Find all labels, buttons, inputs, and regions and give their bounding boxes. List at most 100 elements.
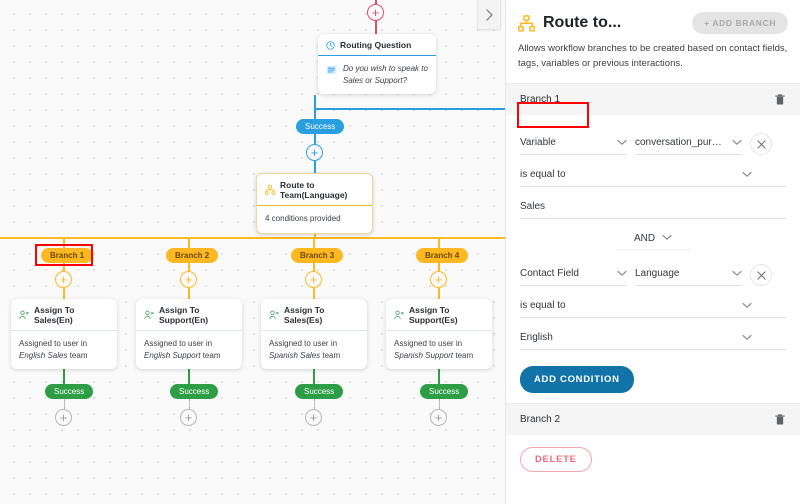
- condition-2-value-row: English: [520, 332, 786, 351]
- node-body-text: 4 conditions provided: [265, 214, 341, 223]
- node-assign-2[interactable]: Assign To Support(En) Assigned to user i…: [136, 299, 242, 370]
- connector-branch-2-c: [188, 288, 190, 299]
- node-body-text: Do you wish to speak to Sales or Support…: [343, 64, 428, 85]
- remove-condition-1-button[interactable]: [750, 133, 772, 156]
- condition-2-source-row: Contact Field Language: [520, 264, 786, 287]
- condition-2-operator-row: is equal to: [520, 300, 786, 319]
- connector-branch-4-b: [438, 263, 440, 272]
- connector-dash-4: [439, 399, 440, 409]
- connector-dash-3: [314, 399, 315, 409]
- node-assign-3[interactable]: Assign To Sales(Es) Assigned to user in …: [261, 299, 367, 370]
- close-icon: [756, 140, 766, 149]
- pill-success-2[interactable]: Success: [170, 384, 219, 399]
- node-assign-1[interactable]: Assign To Sales(En) Assigned to user in …: [11, 299, 117, 370]
- pill-success-4[interactable]: Success: [420, 384, 469, 399]
- condition-joiner-select[interactable]: AND: [616, 233, 690, 251]
- add-branch-button[interactable]: + ADD BRANCH: [692, 12, 788, 34]
- node-header: Routing Question: [318, 34, 436, 56]
- condition-1-source-value-select[interactable]: conversation_pur…: [635, 137, 742, 156]
- connector-branch-3-c: [313, 288, 315, 299]
- branch-1-header[interactable]: Branch 1: [506, 84, 800, 116]
- pill-success-3[interactable]: Success: [295, 384, 344, 399]
- connector-branch-1-a: [63, 237, 65, 248]
- connector-green-3: [313, 361, 315, 385]
- condition-1-source-type-select[interactable]: Variable: [520, 137, 627, 156]
- assign-user-icon: [19, 310, 29, 320]
- add-step-plus-blue[interactable]: +: [306, 144, 323, 161]
- pill-branch-2[interactable]: Branch 2: [166, 248, 219, 263]
- condition-1-source-row: Variable conversation_pur…: [520, 133, 786, 156]
- chevron-down-icon: [662, 233, 672, 244]
- connector-branch-1-b: [63, 263, 65, 272]
- add-step-plus-end-1[interactable]: +: [55, 409, 72, 426]
- add-condition-button[interactable]: ADD CONDITION: [520, 366, 634, 394]
- chevron-down-icon: [617, 270, 627, 277]
- add-step-plus-top[interactable]: +: [367, 4, 384, 21]
- chevron-down-icon: [742, 302, 752, 309]
- delete-button[interactable]: DELETE: [520, 447, 592, 473]
- node-title: Assign To Sales(Es): [284, 305, 325, 325]
- assign-user-icon: [394, 310, 404, 320]
- workflow-canvas[interactable]: + Routing Question: [0, 0, 505, 504]
- chevron-down-icon: [742, 334, 752, 341]
- node-route-to-team[interactable]: Route to Team(Language) 4 conditions pro…: [256, 173, 373, 234]
- clock-icon: [326, 40, 335, 50]
- pill-success-1[interactable]: Success: [45, 384, 94, 399]
- node-body: Assigned to user in Spanish Sales team: [261, 331, 367, 369]
- pill-branch-3[interactable]: Branch 3: [291, 248, 344, 263]
- node-header: Assign To Sales(Es): [261, 299, 367, 331]
- collapse-panel-button[interactable]: [477, 0, 501, 30]
- node-body-text: Assigned to user in English Support team: [144, 339, 221, 360]
- trash-icon[interactable]: [774, 93, 786, 106]
- condition-joiner-row: AND: [520, 233, 786, 251]
- divider: [506, 403, 800, 405]
- pill-success-top[interactable]: Success: [296, 119, 345, 134]
- node-body: 4 conditions provided: [257, 206, 372, 233]
- node-body-text: Assigned to user in English Sales team: [19, 339, 88, 360]
- add-step-plus-branch-3[interactable]: +: [305, 271, 322, 288]
- assign-user-icon: [269, 310, 279, 320]
- add-step-plus-end-3[interactable]: +: [305, 409, 322, 426]
- chevron-down-icon: [732, 270, 742, 277]
- chevron-right-icon: [485, 8, 493, 21]
- connector-branch-1-c: [63, 288, 65, 299]
- connector-dash-2: [189, 399, 190, 409]
- branch-1-name: Branch 1: [520, 94, 561, 106]
- pill-branch-1[interactable]: Branch 1: [41, 248, 94, 263]
- condition-2-value-select[interactable]: English: [520, 332, 786, 351]
- condition-2-source-value-select[interactable]: Language: [635, 268, 742, 287]
- chevron-down-icon: [617, 139, 627, 146]
- condition-1-operator-select[interactable]: is equal to: [520, 169, 786, 188]
- node-body-text: Assigned to user in Spanish Support team: [394, 339, 474, 360]
- connector-green-2: [188, 361, 190, 385]
- add-step-plus-branch-1[interactable]: +: [55, 271, 72, 288]
- node-title: Assign To Sales(En): [34, 305, 75, 325]
- trash-icon[interactable]: [774, 413, 786, 426]
- connector-blue-down: [314, 108, 316, 120]
- message-lines-icon: [326, 63, 337, 86]
- connector-branch-3-b: [313, 263, 315, 272]
- condition-2-operator-select[interactable]: is equal to: [520, 300, 786, 319]
- connector-top-pink-2: [375, 21, 377, 34]
- node-header: Assign To Sales(En): [11, 299, 117, 331]
- close-icon: [756, 271, 766, 280]
- branch-2-header[interactable]: Branch 2: [506, 404, 800, 436]
- connector-blue-stem: [314, 95, 316, 109]
- condition-1-value-input[interactable]: Sales: [520, 201, 786, 220]
- add-step-plus-branch-4[interactable]: +: [430, 271, 447, 288]
- node-body: Assigned to user in English Sales team: [11, 331, 117, 369]
- condition-2-source-type-select[interactable]: Contact Field: [520, 268, 627, 287]
- node-routing-question[interactable]: Routing Question Do you wish to speak to…: [318, 34, 436, 95]
- add-step-plus-branch-2[interactable]: +: [180, 271, 197, 288]
- node-assign-4[interactable]: Assign To Support(Es) Assigned to user i…: [386, 299, 492, 370]
- connector-green-1: [63, 361, 65, 385]
- remove-condition-2-button[interactable]: [750, 264, 772, 287]
- add-step-plus-end-2[interactable]: +: [180, 409, 197, 426]
- connector-branch-2-a: [188, 237, 190, 248]
- condition-1-operator-row: is equal to: [520, 169, 786, 188]
- route-to-properties-panel: Route to... + ADD BRANCH Allows workflow…: [505, 0, 800, 504]
- add-step-plus-end-4[interactable]: +: [430, 409, 447, 426]
- pill-branch-4[interactable]: Branch 4: [416, 248, 469, 263]
- panel-description: Allows workflow branches to be created b…: [518, 43, 788, 69]
